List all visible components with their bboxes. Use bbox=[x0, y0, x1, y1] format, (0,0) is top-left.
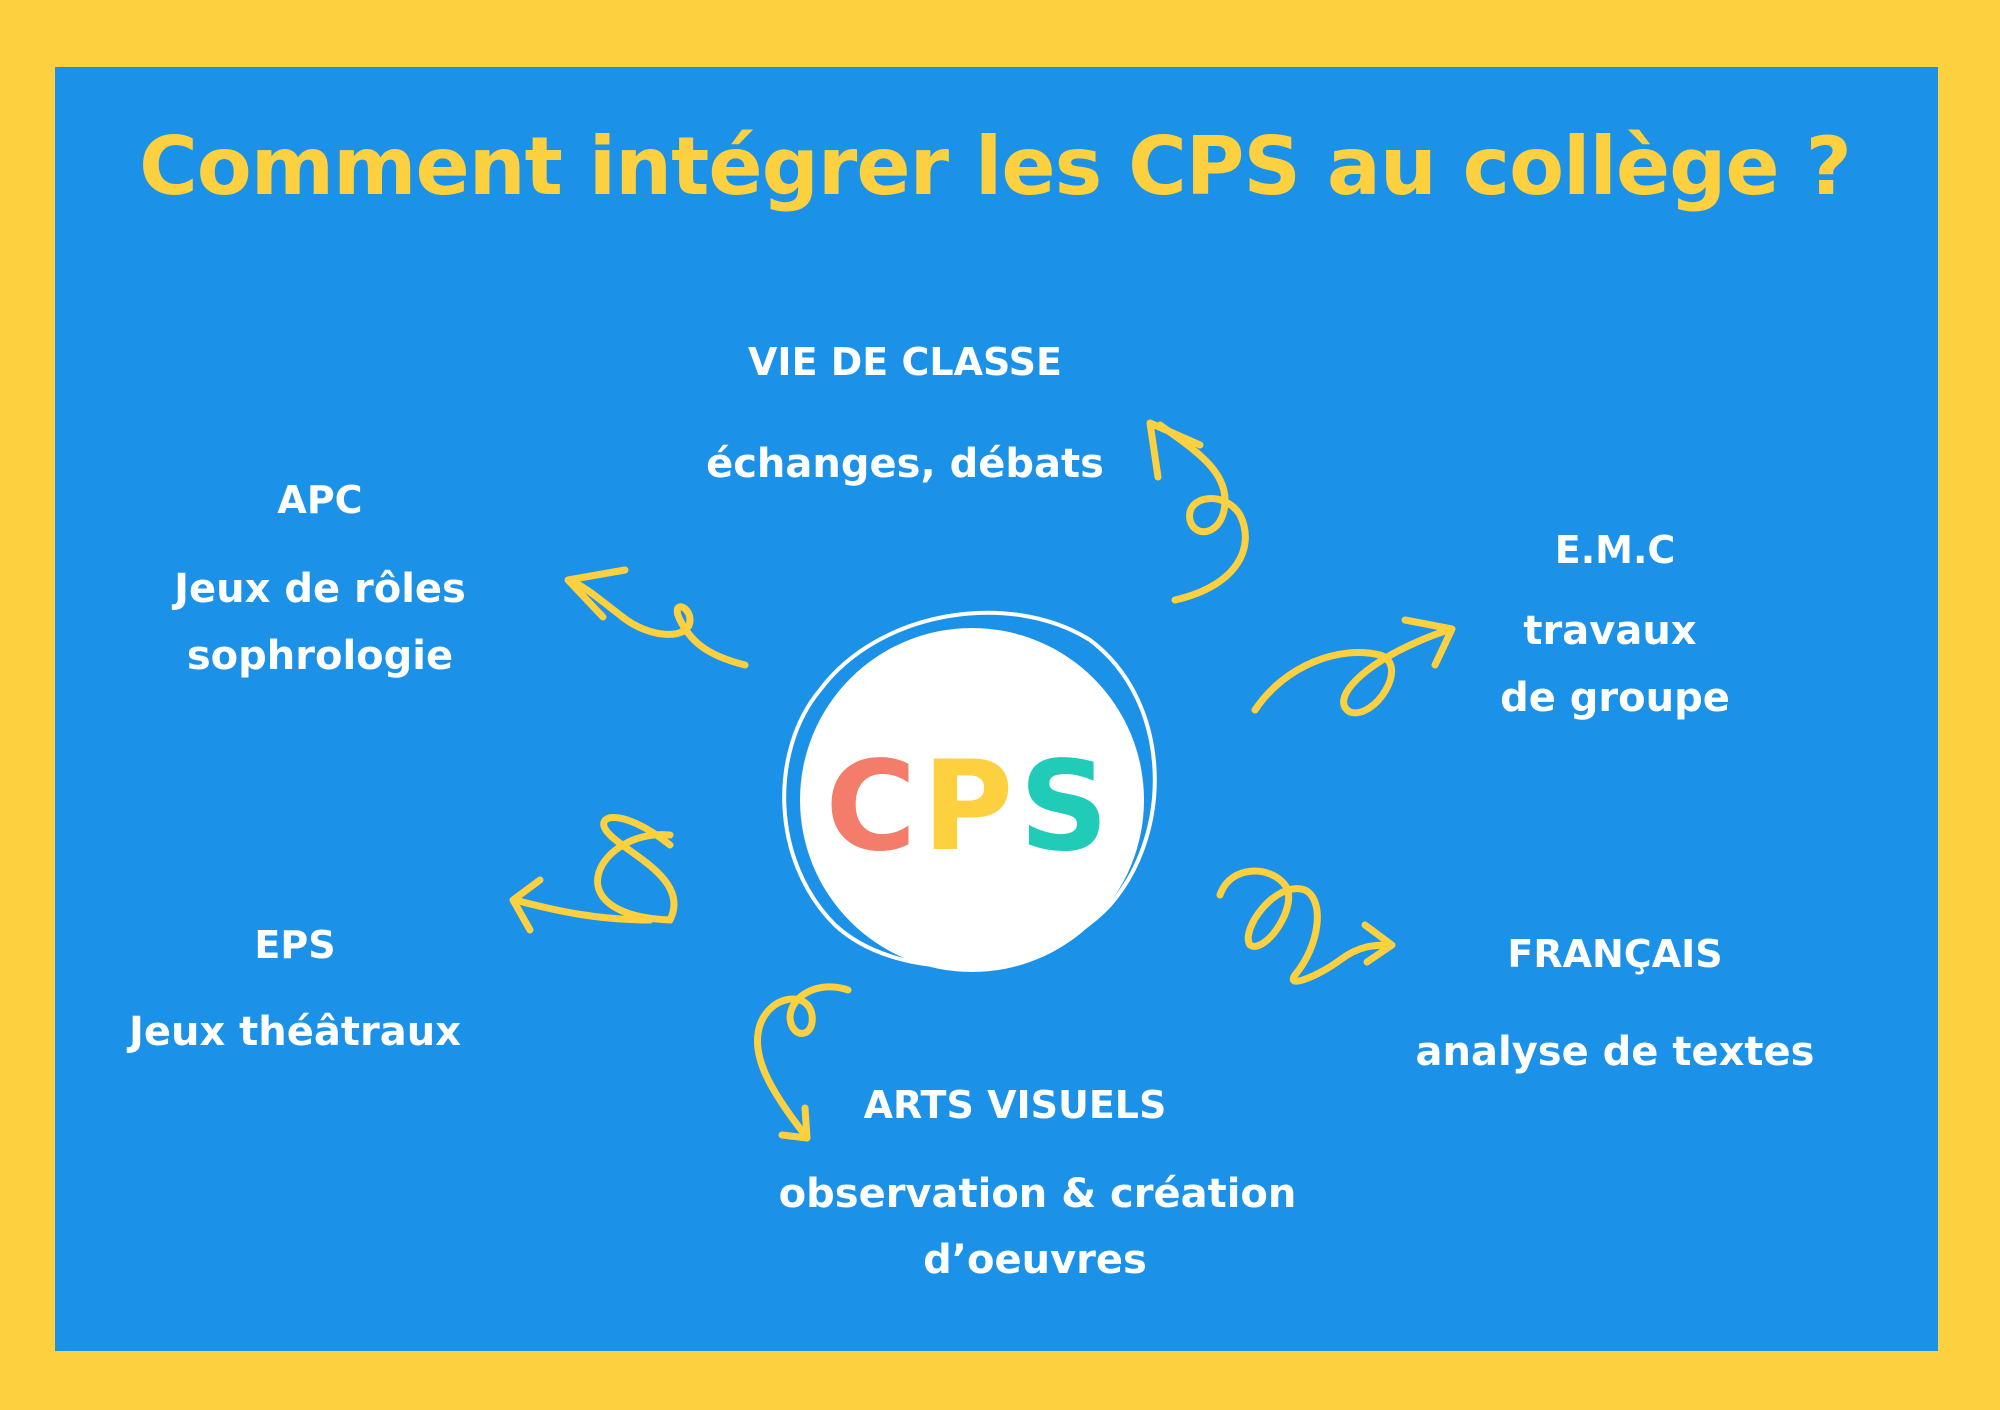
arrow-apc bbox=[566, 576, 749, 669]
cps-logo: CPS bbox=[825, 735, 1115, 879]
arrow-head-arts-visuels bbox=[778, 1104, 811, 1142]
arrow-head-apc bbox=[564, 566, 629, 621]
cps-letter-c: C bbox=[825, 735, 923, 879]
node-emc-line-1: travaux bbox=[1523, 608, 1697, 654]
node-vie-de-classe-line-1: échanges, débats bbox=[706, 441, 1104, 487]
node-eps-line-1: Jeux théâtraux bbox=[128, 1009, 462, 1055]
arrow-eps bbox=[594, 814, 678, 924]
node-apc-line-1: Jeux de rôles bbox=[174, 566, 466, 612]
arrow-eps-tail bbox=[511, 896, 654, 924]
page-title: Comment intégrer les CPS au collège ? bbox=[139, 120, 1852, 213]
arrow-head-vie-de-classe bbox=[1146, 419, 1204, 481]
arrow-arts-visuels bbox=[753, 983, 852, 1139]
arrow-francais bbox=[1216, 867, 1394, 985]
center-circle-outline bbox=[782, 610, 1157, 968]
arrow-emc bbox=[1251, 626, 1454, 717]
arrow-head-emc bbox=[1401, 616, 1456, 669]
node-arts-visuels-line-2: d’oeuvres bbox=[923, 1237, 1147, 1283]
node-arts-visuels-line-1: observation & création bbox=[778, 1171, 1297, 1217]
arrow-vie-de-classe bbox=[1156, 421, 1249, 604]
cps-letter-p: P bbox=[922, 735, 1020, 879]
arrow-head-eps bbox=[509, 876, 544, 934]
node-vie-de-classe-heading: VIE DE CLASSE bbox=[748, 340, 1062, 384]
node-emc-heading: E.M.C bbox=[1554, 528, 1676, 572]
arrow-head-francais bbox=[1361, 921, 1396, 966]
node-apc-heading: APC bbox=[277, 478, 363, 522]
node-francais-line-1: analyse de textes bbox=[1415, 1029, 1815, 1075]
node-emc-line-2: de groupe bbox=[1500, 675, 1730, 721]
center-circle bbox=[800, 628, 1144, 972]
node-eps-heading: EPS bbox=[254, 923, 336, 967]
cps-letter-s: S bbox=[1019, 735, 1115, 879]
node-francais-heading: FRANÇAIS bbox=[1507, 932, 1723, 976]
node-arts-visuels-heading: ARTS VISUELS bbox=[863, 1083, 1167, 1127]
node-apc-line-2: sophrologie bbox=[186, 633, 454, 679]
